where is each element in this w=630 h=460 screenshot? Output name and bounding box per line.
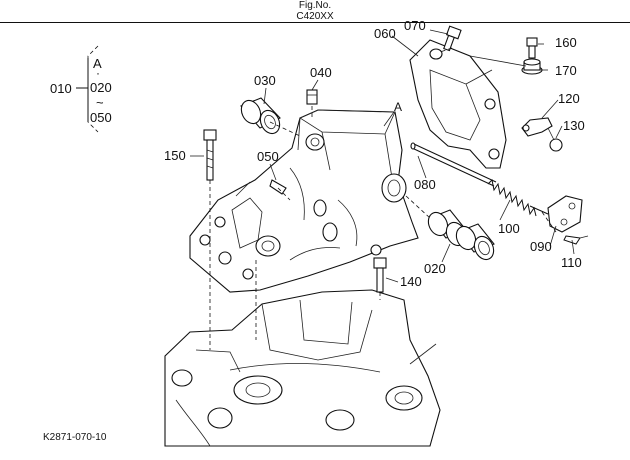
alignment-lines bbox=[209, 47, 557, 350]
ball-130 bbox=[547, 127, 563, 152]
label-040: 040 bbox=[310, 65, 332, 80]
transmission-case bbox=[164, 289, 441, 447]
figure-reference: Fig.No. C420XX bbox=[0, 0, 630, 23]
spring-100 bbox=[487, 178, 549, 217]
label-group-a: A bbox=[93, 56, 102, 71]
bushing-030 bbox=[240, 97, 281, 135]
bracket-060 bbox=[409, 39, 507, 169]
label-130: 130 bbox=[563, 118, 585, 133]
spacer-170 bbox=[521, 58, 543, 75]
label-010: 010 bbox=[50, 81, 72, 96]
figure-reference-line1: Fig.No. bbox=[298, 0, 332, 11]
label-120: 120 bbox=[558, 91, 580, 106]
label-080: 080 bbox=[414, 177, 436, 192]
label-tilde: ~ bbox=[96, 95, 104, 110]
label-view-a: A bbox=[394, 100, 403, 114]
label-140: 140 bbox=[400, 274, 422, 289]
label-070: 070 bbox=[404, 18, 426, 33]
label-020: 020 bbox=[424, 261, 446, 276]
label-dot: · bbox=[96, 66, 100, 80]
label-050: 050 bbox=[257, 149, 279, 164]
label-090: 090 bbox=[530, 239, 552, 254]
assembly-group-bracket bbox=[76, 45, 99, 133]
label-group-050: 050 bbox=[90, 110, 112, 125]
pin-050 bbox=[269, 179, 287, 195]
label-170: 170 bbox=[555, 63, 577, 78]
rod-080 bbox=[410, 142, 497, 187]
plate-090 bbox=[547, 195, 583, 233]
lift-housing bbox=[189, 109, 419, 293]
label-group-020: 020 bbox=[90, 80, 112, 95]
cotter-pin-110 bbox=[563, 235, 589, 245]
figure-reference-line2: C420XX bbox=[0, 11, 630, 23]
bolt-070 bbox=[443, 25, 462, 52]
label-100: 100 bbox=[498, 221, 520, 236]
label-110: 110 bbox=[561, 255, 582, 270]
bolt-140 bbox=[373, 257, 387, 293]
arm-120 bbox=[521, 117, 553, 137]
label-160: 160 bbox=[555, 35, 577, 50]
plug-040 bbox=[306, 89, 318, 105]
bolt-160 bbox=[526, 37, 538, 59]
drawing-code: K2871-070-10 bbox=[43, 432, 107, 443]
label-030: 030 bbox=[254, 73, 276, 88]
bolt-150 bbox=[203, 129, 217, 181]
label-060: 060 bbox=[374, 26, 396, 41]
label-150: 150 bbox=[164, 148, 186, 163]
bushing-020-pair bbox=[427, 209, 495, 261]
leader-lines bbox=[190, 29, 575, 365]
